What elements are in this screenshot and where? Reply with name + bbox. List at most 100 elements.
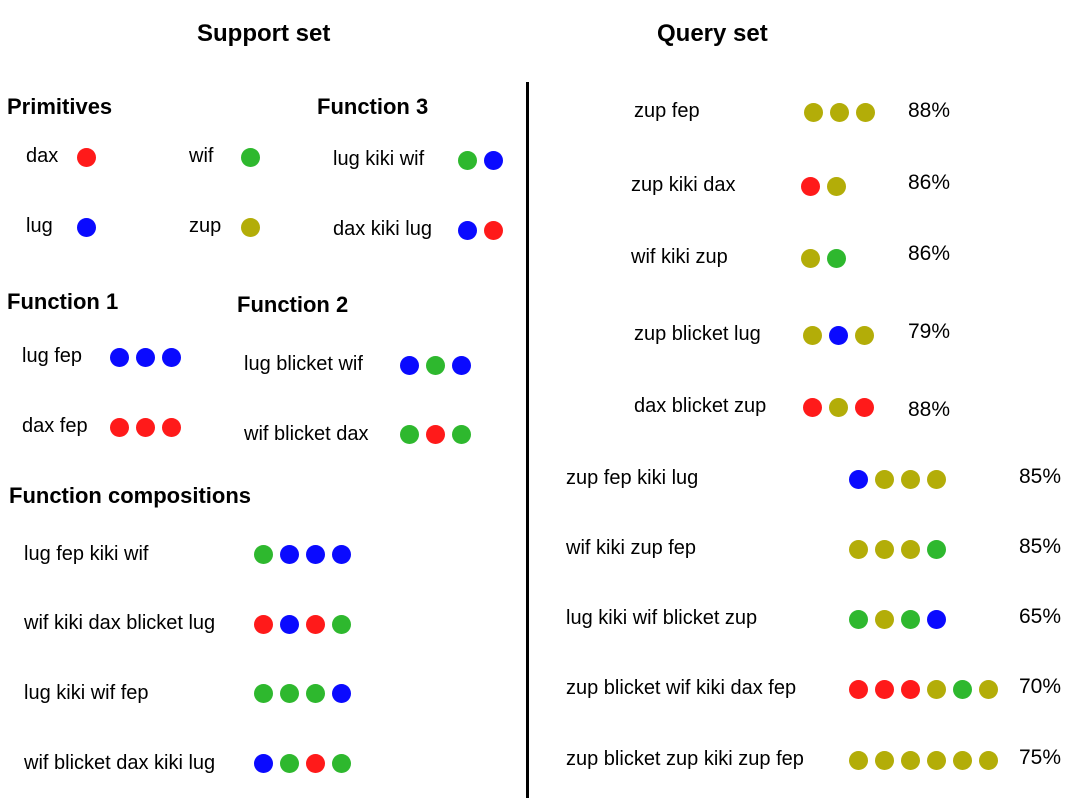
query-accuracy: 70% xyxy=(1019,675,1062,698)
green-dot xyxy=(901,610,920,629)
query-accuracy: 79% xyxy=(908,320,951,343)
green-dot xyxy=(426,356,445,375)
compositions-heading: Function compositions xyxy=(9,483,251,508)
dot-group xyxy=(804,103,875,122)
olive-dot xyxy=(901,751,920,770)
query-label: zup blicket zup kiki zup fep xyxy=(566,748,804,770)
green-dot xyxy=(927,540,946,559)
olive-dot xyxy=(927,751,946,770)
dot-group xyxy=(241,148,260,167)
query-label: wif kiki zup fep xyxy=(566,537,697,559)
dot-group xyxy=(849,680,998,699)
red-dot xyxy=(254,615,273,634)
blue-dot xyxy=(400,356,419,375)
query-accuracy: 88% xyxy=(908,398,951,421)
dot-group xyxy=(803,326,874,345)
blue-dot xyxy=(162,348,181,367)
dot-group xyxy=(458,221,503,240)
blue-dot xyxy=(829,326,848,345)
primitive-label: lug xyxy=(26,215,53,237)
olive-dot xyxy=(953,751,972,770)
dot-group xyxy=(849,540,946,559)
blue-dot xyxy=(136,348,155,367)
olive-dot xyxy=(875,540,894,559)
query-label: dax blicket zup xyxy=(634,395,767,417)
green-dot xyxy=(254,684,273,703)
olive-dot xyxy=(927,680,946,699)
blue-dot xyxy=(280,545,299,564)
blue-dot xyxy=(306,545,325,564)
olive-dot xyxy=(829,398,848,417)
query-accuracy: 86% xyxy=(908,171,951,194)
red-dot xyxy=(110,418,129,437)
green-dot xyxy=(254,545,273,564)
olive-dot xyxy=(241,218,260,237)
query-accuracy: 86% xyxy=(908,242,951,265)
green-dot xyxy=(458,151,477,170)
olive-dot xyxy=(849,540,868,559)
dot-group xyxy=(254,615,351,634)
olive-dot xyxy=(875,470,894,489)
support-set-title: Support set xyxy=(197,20,331,47)
primitive-label: wif xyxy=(189,145,214,167)
dot-group xyxy=(400,425,471,444)
dot-group xyxy=(254,684,351,703)
dot-group xyxy=(254,545,351,564)
query-label: zup blicket wif kiki dax fep xyxy=(566,677,797,699)
function1-label: lug fep xyxy=(22,345,83,367)
query-accuracy: 85% xyxy=(1019,535,1062,558)
blue-dot xyxy=(280,615,299,634)
query-label: zup kiki dax xyxy=(631,174,736,196)
query-label: zup fep kiki lug xyxy=(566,467,699,489)
olive-dot xyxy=(849,751,868,770)
function1-heading: Function 1 xyxy=(7,289,119,314)
dot-group xyxy=(400,356,471,375)
red-dot xyxy=(136,418,155,437)
function3-heading: Function 3 xyxy=(317,94,429,119)
dot-group xyxy=(110,418,181,437)
blue-dot xyxy=(332,545,351,564)
olive-dot xyxy=(830,103,849,122)
vertical-divider xyxy=(526,82,529,798)
dot-group xyxy=(254,754,351,773)
blue-dot xyxy=(849,470,868,489)
red-dot xyxy=(426,425,445,444)
olive-dot xyxy=(827,177,846,196)
green-dot xyxy=(827,249,846,268)
olive-dot xyxy=(979,680,998,699)
blue-dot xyxy=(458,221,477,240)
red-dot xyxy=(875,680,894,699)
function2-heading: Function 2 xyxy=(237,292,349,317)
query-accuracy: 75% xyxy=(1019,746,1062,769)
olive-dot xyxy=(855,326,874,345)
dot-group xyxy=(849,470,946,489)
olive-dot xyxy=(875,610,894,629)
query-set-title: Query set xyxy=(657,20,768,47)
composition-label: lug kiki wif fep xyxy=(24,682,149,704)
green-dot xyxy=(849,610,868,629)
dot-group xyxy=(110,348,181,367)
red-dot xyxy=(901,680,920,699)
blue-dot xyxy=(927,610,946,629)
dot-group xyxy=(241,218,260,237)
red-dot xyxy=(803,398,822,417)
composition-label: wif blicket dax kiki lug xyxy=(24,752,216,774)
red-dot xyxy=(855,398,874,417)
query-label: wif kiki zup xyxy=(631,246,728,268)
green-dot xyxy=(306,684,325,703)
primitive-label: zup xyxy=(189,215,222,237)
olive-dot xyxy=(803,326,822,345)
query-label: zup fep xyxy=(634,100,700,122)
green-dot xyxy=(400,425,419,444)
function3-label: dax kiki lug xyxy=(333,218,432,240)
olive-dot xyxy=(801,249,820,268)
olive-dot xyxy=(804,103,823,122)
red-dot xyxy=(484,221,503,240)
primitive-label: dax xyxy=(26,145,59,167)
dot-group xyxy=(849,610,946,629)
dot-group xyxy=(458,151,503,170)
red-dot xyxy=(306,615,325,634)
olive-dot xyxy=(875,751,894,770)
function2-label: lug blicket wif xyxy=(244,353,363,375)
green-dot xyxy=(332,615,351,634)
